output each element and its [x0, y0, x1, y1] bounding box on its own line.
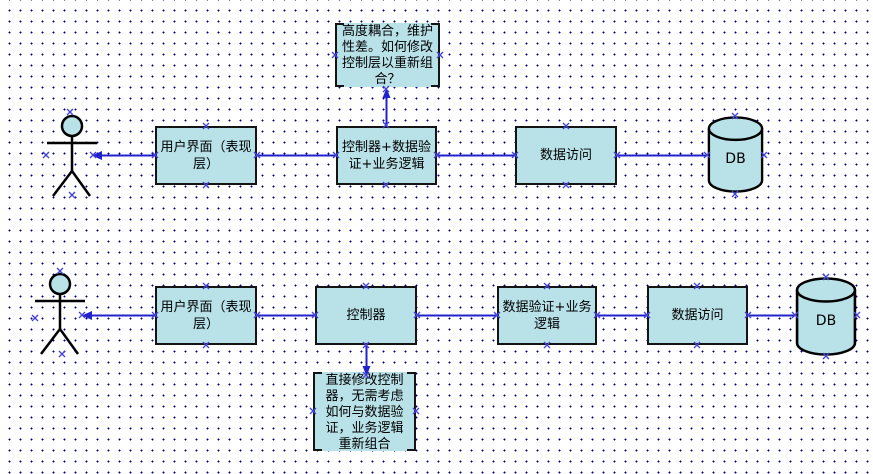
node-ui-top[interactable]: 用户界面（表现层） [155, 126, 257, 185]
node-ui-bottom[interactable]: 用户界面（表现层） [155, 286, 257, 345]
actor-icon [47, 114, 97, 197]
actor-icon [35, 272, 85, 355]
node-controller-validation-logic-top-label: 控制器+数据验证+业务逻辑 [342, 139, 431, 172]
node-controller-bottom-label: 控制器 [346, 308, 386, 323]
arrowhead-up-icon [382, 88, 391, 98]
node-ui-top-label: 用户界面（表现层） [160, 139, 252, 172]
node-dataaccess-top[interactable]: 数据访问 [515, 126, 617, 185]
node-controller-validation-logic-top[interactable]: 控制器+数据验证+业务逻辑 [336, 126, 437, 185]
node-controller-bottom[interactable]: 控制器 [315, 286, 417, 345]
database-bottom[interactable]: DB [795, 277, 857, 357]
note-refactored-text: 直接修改控制器，无需考虑如何与数据验证，业务逻辑重新组合 [325, 373, 404, 452]
database-top[interactable]: DB [707, 116, 764, 194]
actor-user-bottom[interactable] [28, 268, 92, 364]
actor-user-top[interactable] [40, 110, 104, 206]
node-validation-logic-bottom[interactable]: 数据验证+业务逻辑 [497, 286, 597, 345]
node-dataaccess-bottom-label: 数据访问 [671, 308, 724, 323]
node-ui-bottom-label: 用户界面（表现层） [160, 299, 252, 332]
node-validation-logic-bottom-label: 数据验证+业务逻辑 [502, 299, 592, 332]
database-bottom-label: DB [815, 313, 837, 329]
note-coupled[interactable]: 高度耦合，维护性差。如何修改控制层以重新组合？ [335, 23, 440, 87]
note-refactored[interactable]: 直接修改控制器，无需考虑如何与数据验证，业务逻辑重新组合 [313, 372, 416, 452]
note-coupled-text: 高度耦合，维护性差。如何修改控制层以重新组合？ [342, 24, 434, 87]
database-top-label: DB [725, 151, 746, 167]
node-dataaccess-bottom[interactable]: 数据访问 [647, 286, 748, 345]
node-dataaccess-top-label: 数据访问 [539, 148, 592, 163]
